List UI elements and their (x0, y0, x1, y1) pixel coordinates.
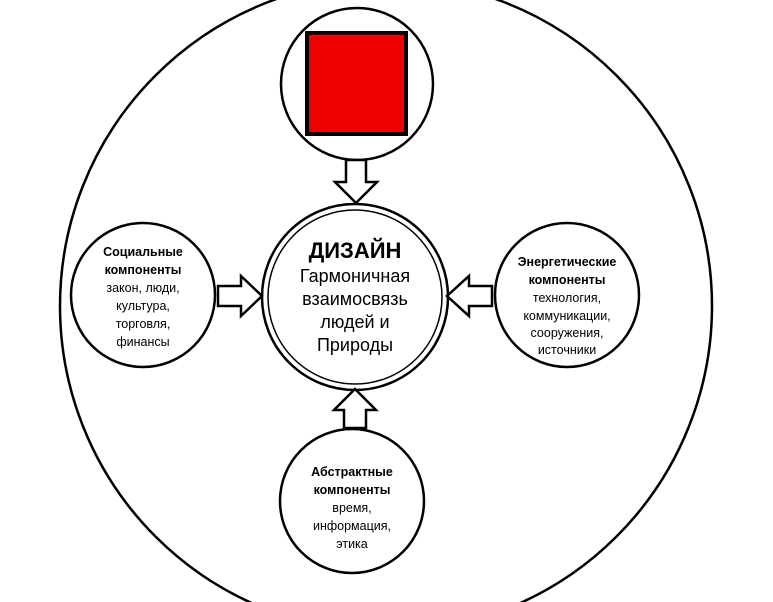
center-node: ДИЗАЙН Гармоничная взаимосвязь людей и П… (260, 202, 450, 392)
energy-node-circle (493, 221, 641, 369)
energy-node: Энергетические компоненты технология, ко… (493, 221, 641, 369)
arrow-down-icon (331, 158, 381, 205)
arrow-left-icon (445, 273, 494, 319)
social-node: Социальные компоненты закон, люди, культ… (69, 221, 217, 369)
social-node-circle (69, 221, 217, 369)
energy-line-2: коммуникации, (523, 309, 610, 323)
energy-line-3: сооружения, (531, 326, 604, 340)
center-title: ДИЗАЙН (309, 238, 402, 263)
red-square-icon (305, 31, 408, 136)
abstract-node: Абстрактные компоненты время, информация… (278, 427, 426, 575)
energy-title-1: Энергетические (518, 255, 617, 269)
abstract-line-1: время, (332, 501, 371, 515)
abstract-title-2: компоненты (314, 483, 391, 497)
abstract-title-1: Абстрактные (311, 465, 393, 479)
center-line-4: Природы (317, 335, 393, 355)
energy-line-4: источники (538, 343, 596, 357)
abstract-line-2: информация, (313, 519, 391, 533)
energy-title-2: компоненты (529, 273, 606, 287)
center-line-3: людей и (320, 312, 389, 332)
center-line-1: Гармоничная (300, 266, 410, 286)
top-node (279, 6, 435, 162)
social-line-2: культура, (116, 299, 170, 313)
social-title-2: компоненты (105, 263, 182, 277)
arrow-right-icon (216, 273, 264, 319)
social-line-1: закон, люди, (106, 281, 179, 295)
center-line-2: взаимосвязь (302, 289, 408, 309)
abstract-line-3: этика (336, 537, 368, 551)
social-title-1: Социальные (103, 245, 183, 259)
social-line-4: финансы (116, 335, 169, 349)
energy-line-1: технология, (533, 291, 601, 305)
social-line-3: торговля, (116, 317, 171, 331)
arrow-up-icon (330, 387, 380, 430)
center-node-inner-ring (267, 209, 443, 385)
